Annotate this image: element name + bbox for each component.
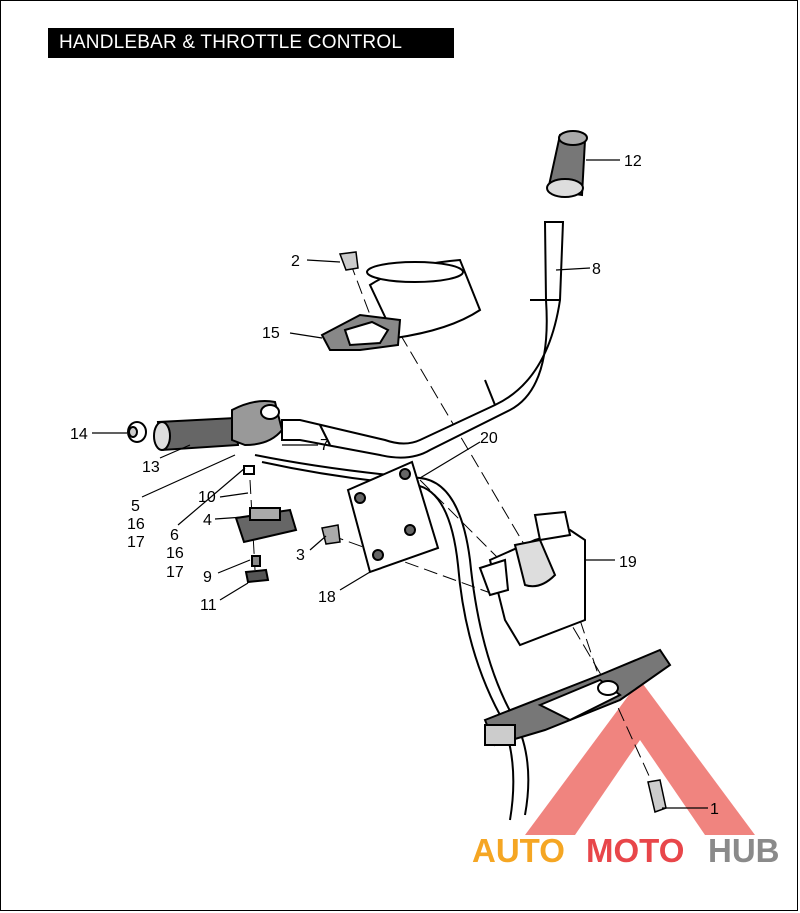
triple-clamp xyxy=(483,648,672,747)
callout-12: 12 xyxy=(624,153,642,170)
callout-2: 2 xyxy=(291,253,300,270)
callout-labels: 12 2 8 15 14 7 20 13 5 16 17 10 4 6 16 1… xyxy=(70,153,719,818)
watermark-moto: MOTO xyxy=(586,832,684,869)
callout-13: 13 xyxy=(142,459,160,476)
bracket-screw xyxy=(321,524,341,545)
callout-6: 6 xyxy=(170,527,179,544)
callout-4: 4 xyxy=(203,512,212,529)
callout-18: 18 xyxy=(318,589,336,606)
page-title: HANDLEBAR & THROTTLE CONTROL xyxy=(48,28,454,58)
cable-bracket xyxy=(346,460,440,574)
watermark-text: AUTO MOTO HUB xyxy=(472,832,780,869)
watermark-hub: HUB xyxy=(708,832,780,869)
screw xyxy=(338,251,359,271)
callout-16a: 16 xyxy=(127,516,145,533)
callout-3: 3 xyxy=(296,547,305,564)
watermark-auto: AUTO xyxy=(472,832,565,869)
leader-lines xyxy=(92,159,708,809)
callout-5: 5 xyxy=(131,498,140,515)
callout-10: 10 xyxy=(198,489,216,506)
callout-1: 1 xyxy=(710,801,719,818)
callout-20: 20 xyxy=(480,430,498,447)
callout-8: 8 xyxy=(592,261,601,278)
callout-17b: 17 xyxy=(166,564,184,581)
switch-housing-lower xyxy=(234,465,298,584)
callout-9: 9 xyxy=(203,569,212,586)
right-grip xyxy=(546,130,588,198)
handlebar-clamp xyxy=(320,258,482,351)
assembly-lines xyxy=(249,261,661,801)
callout-7: 7 xyxy=(320,437,329,454)
callout-14: 14 xyxy=(70,426,88,443)
throttle-housing xyxy=(231,400,284,447)
callout-15: 15 xyxy=(262,325,280,342)
callout-19: 19 xyxy=(619,554,637,571)
callout-16b: 16 xyxy=(166,545,184,562)
left-grip xyxy=(127,416,240,452)
riser-cover xyxy=(478,510,586,647)
callout-11: 11 xyxy=(200,597,217,614)
handlebar xyxy=(281,221,565,459)
callout-17a: 17 xyxy=(127,534,145,551)
